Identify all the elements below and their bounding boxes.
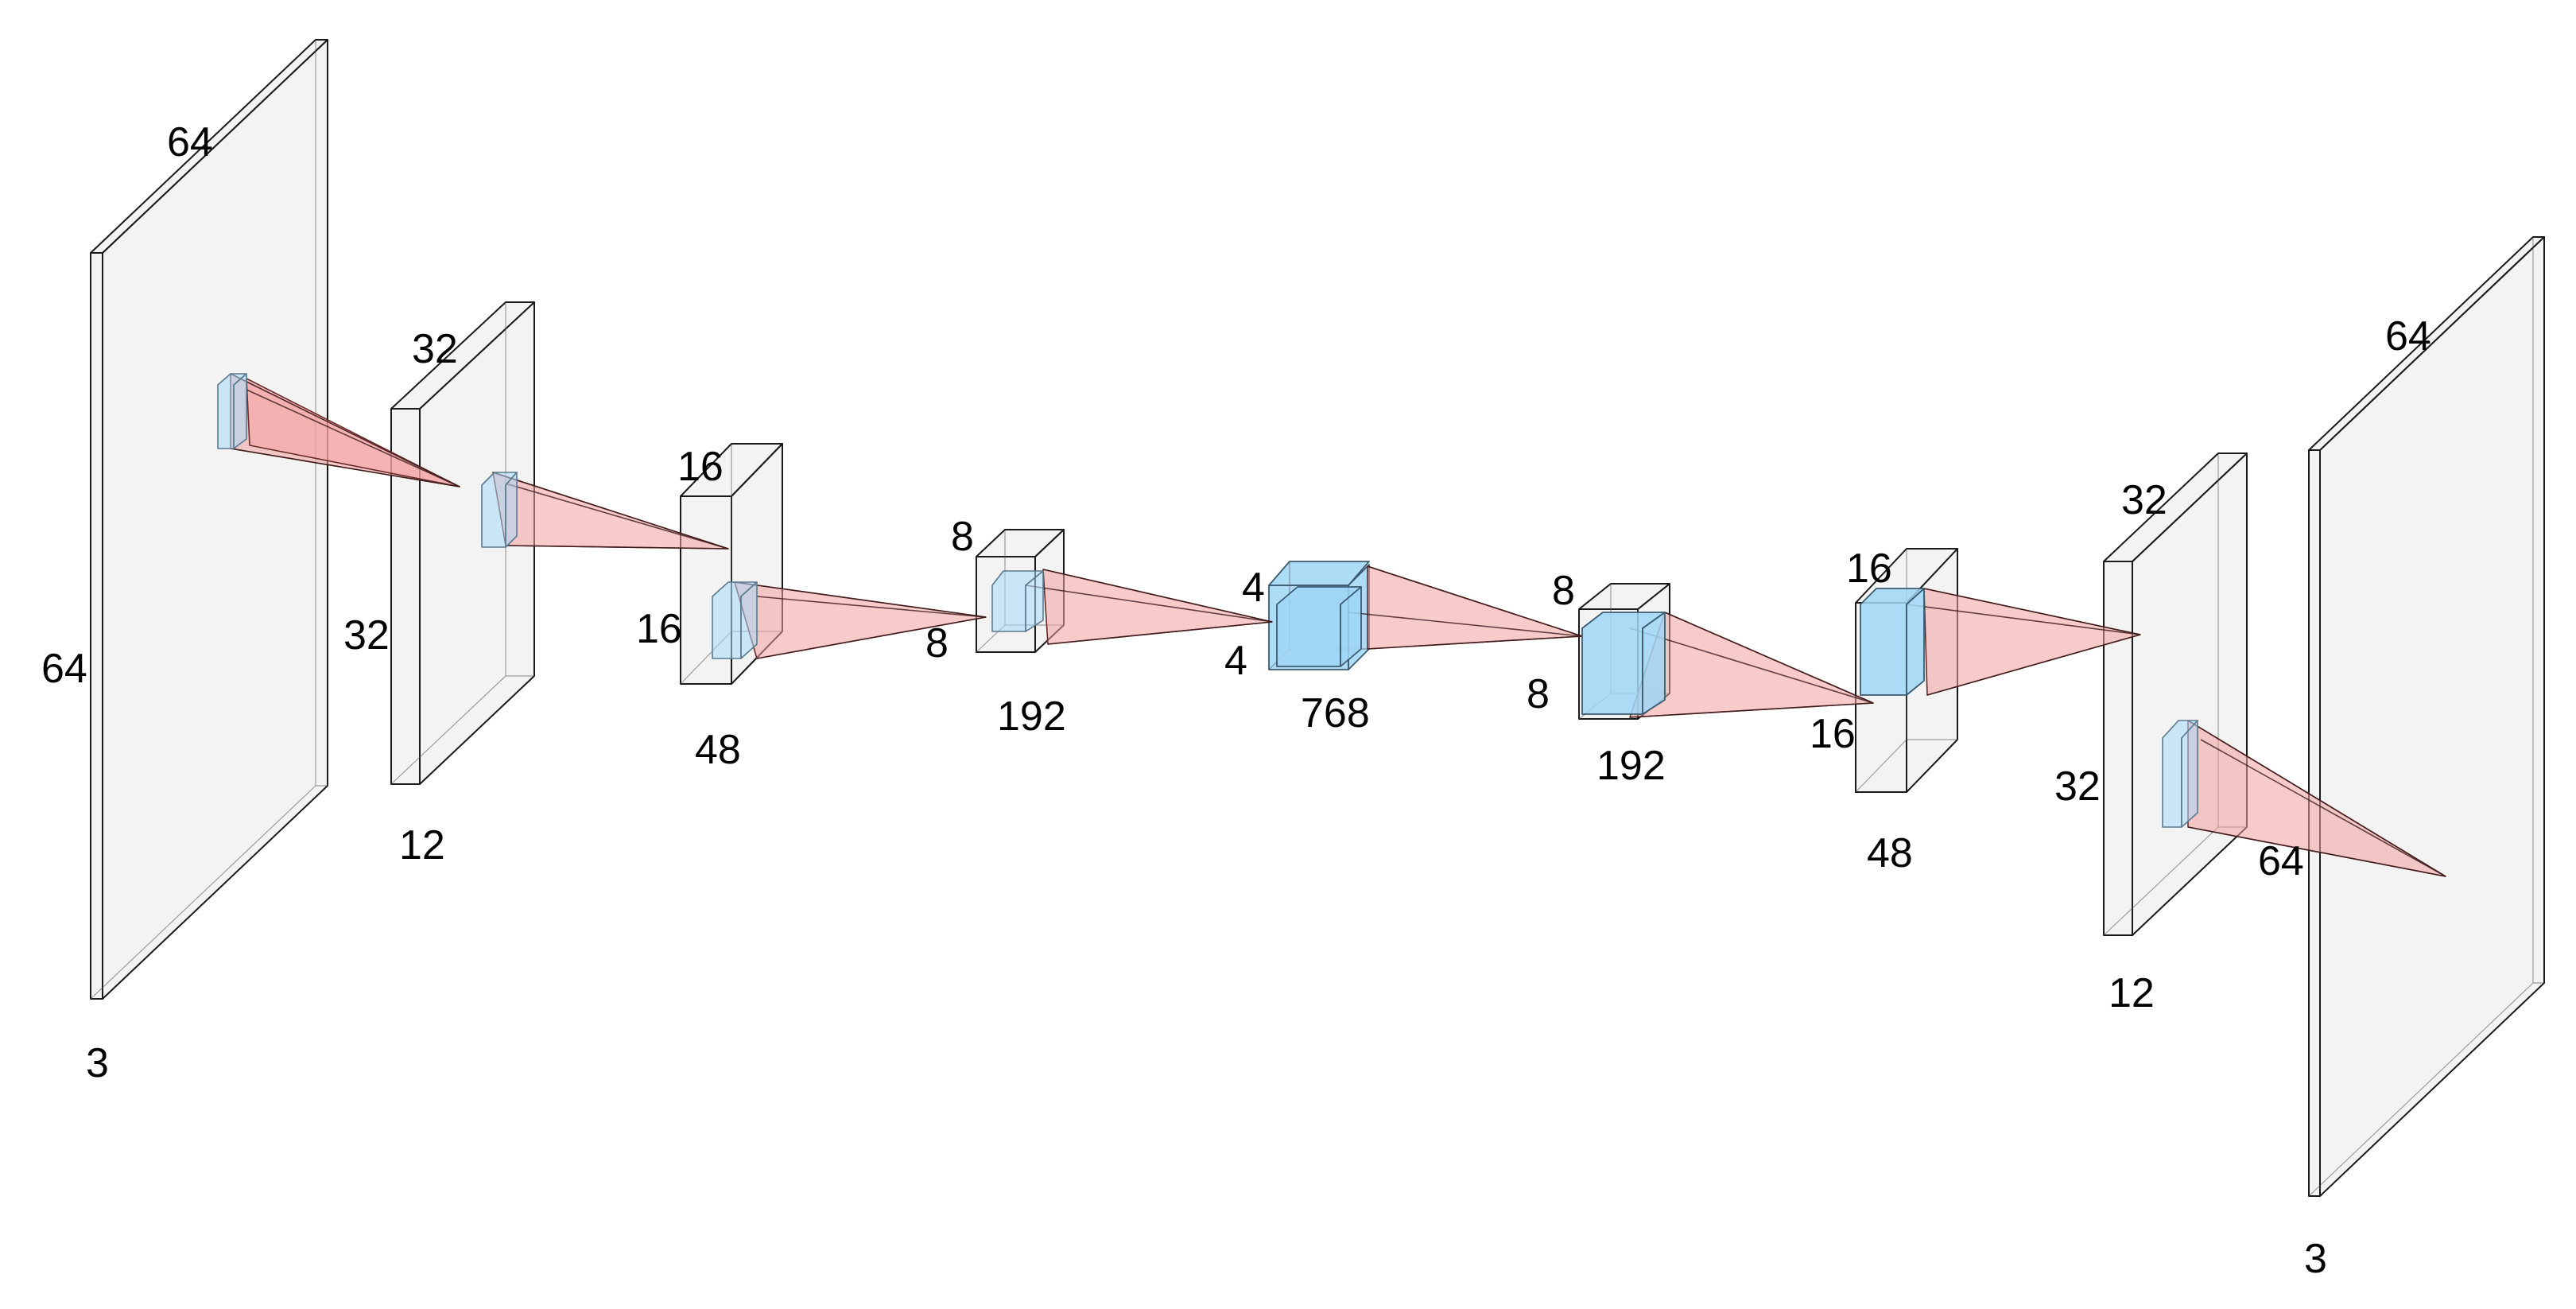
connection-input-to-enc1 (217, 373, 460, 487)
label-enc1-depth: 12 (399, 822, 445, 868)
connection-dec1-to-dec2 (1581, 612, 1874, 718)
layer-bottleneck-top (1268, 561, 1370, 586)
label-dec1-height: 8 (1527, 671, 1550, 717)
layer-input-side (102, 39, 328, 1000)
label-dec2-height: 16 (1810, 711, 1856, 757)
label-dec3-width: 32 (2121, 477, 2167, 523)
label-enc1-width: 32 (412, 326, 458, 372)
layer-output-top (2308, 236, 2545, 451)
cone-6 (1629, 612, 1874, 718)
connection-dec3-to-output (2162, 720, 2446, 877)
layer-dec3-top (2103, 453, 2248, 562)
connection-dec2-to-dec3 (1860, 588, 2141, 696)
label-enc2-width: 16 (677, 444, 724, 490)
label-enc2-depth: 48 (695, 727, 741, 773)
connection-enc1-to-enc2 (481, 472, 729, 550)
layer-input (90, 39, 328, 1000)
label-enc3-depth: 192 (997, 693, 1066, 740)
layer-enc1-top (390, 301, 535, 410)
connection-enc3-to-bottleneck (991, 569, 1273, 645)
label-output-depth: 3 (2304, 1236, 2327, 1282)
label-bottleneck-depth: 768 (1301, 690, 1370, 736)
layer-input-front (90, 252, 103, 1000)
layer-input-top (90, 39, 328, 254)
label-enc3-height: 8 (925, 620, 949, 666)
label-bottleneck-height: 4 (1224, 638, 1247, 684)
kernel-5 (1340, 586, 1362, 667)
label-enc2-height: 16 (636, 606, 682, 652)
layer-enc1 (390, 301, 535, 785)
layer-output-side (2319, 236, 2545, 1197)
label-dec2-width: 16 (1846, 546, 1892, 592)
label-dec3-depth: 12 (2109, 970, 2155, 1016)
layer-output (2308, 236, 2545, 1197)
label-dec1-width: 8 (1552, 568, 1575, 614)
label-dec1-depth: 192 (1596, 743, 1666, 789)
label-dec2-depth: 48 (1867, 830, 1913, 876)
label-output-width: 64 (2385, 313, 2431, 359)
layer-dec3 (2103, 453, 2248, 936)
label-bottleneck-width: 4 (1242, 565, 1265, 611)
layer-dec1-top (1578, 583, 1670, 610)
label-input-height: 64 (41, 646, 87, 692)
layer-dec3-front (2103, 561, 2133, 936)
label-enc1-height: 32 (343, 612, 390, 658)
connection-enc2-to-enc3 (712, 581, 987, 659)
label-dec3-height: 32 (2054, 763, 2101, 810)
layer-enc3-top (976, 529, 1065, 557)
label-input-depth: 3 (86, 1040, 109, 1086)
connection-bottleneck-to-dec1 (1276, 565, 1583, 667)
label-output-height: 64 (2258, 838, 2304, 884)
cone-5 (1367, 565, 1583, 650)
label-input-width: 64 (167, 119, 213, 165)
label-enc3-width: 8 (951, 514, 974, 560)
